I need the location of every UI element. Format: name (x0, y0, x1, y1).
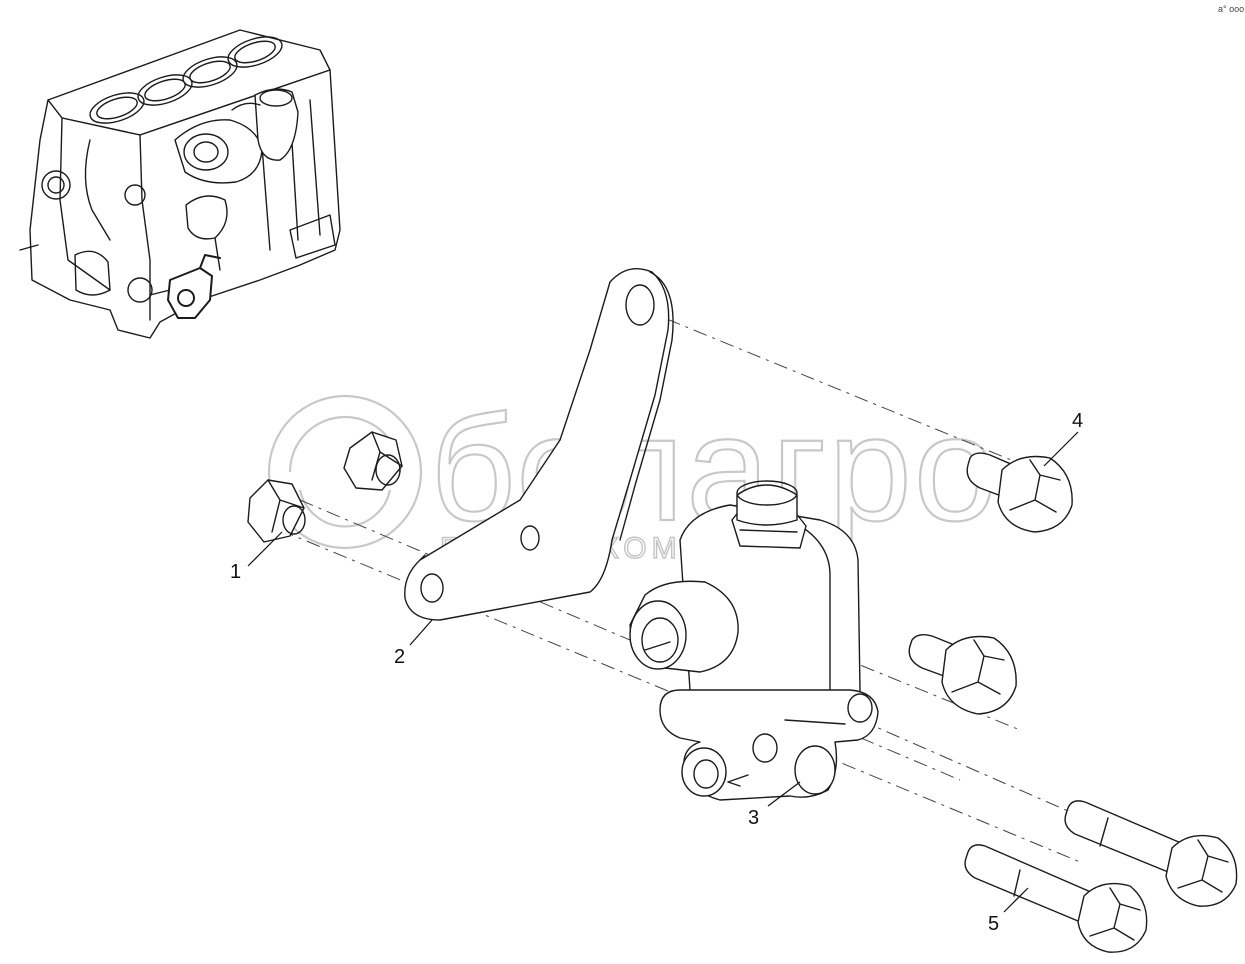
watermark-logo-outer (267, 394, 423, 550)
part-5-bolts (964, 800, 1238, 953)
callout-1-leader (247, 531, 283, 567)
part-2-bracket (404, 268, 674, 621)
callout-3: 3 (748, 807, 759, 829)
callout-2: 2 (394, 646, 405, 668)
part-3-valve (629, 480, 879, 801)
callout-4: 4 (1072, 410, 1083, 432)
part-4-bolts (908, 452, 1073, 715)
callout-2-leader (409, 619, 433, 646)
callout-5: 5 (988, 913, 999, 935)
callout-3-leader (767, 781, 801, 807)
engine-block-overview (19, 29, 341, 339)
callout-1: 1 (230, 561, 241, 583)
corner-mark: a° ooo (1218, 4, 1244, 14)
part-1-nuts (247, 431, 403, 543)
callout-4-leader (1043, 431, 1079, 467)
callout-5-leader (1003, 887, 1029, 913)
callouts: 1 2 3 4 5 (230, 410, 1083, 935)
